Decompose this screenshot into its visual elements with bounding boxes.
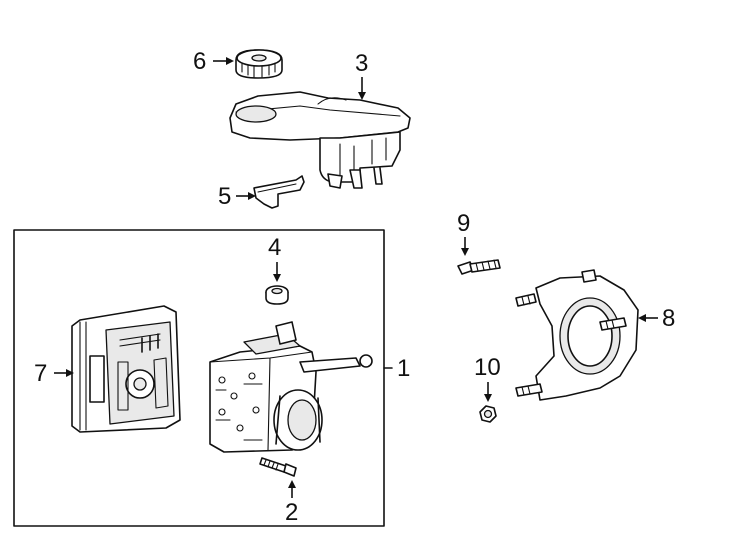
bolt-9 <box>457 259 501 275</box>
bolt-2 <box>259 457 297 477</box>
control-module <box>71 305 181 433</box>
callout-8: 8 <box>662 305 675 332</box>
callout-9-arrow <box>461 237 469 256</box>
callout-4: 4 <box>268 234 281 261</box>
callout-9: 9 <box>457 210 470 237</box>
callout-2: 2 <box>285 499 298 526</box>
callout-2-arrow <box>288 480 296 498</box>
callout-3-arrow <box>358 77 366 100</box>
assembly-frame <box>13 229 385 527</box>
callout-6-arrow <box>213 57 234 65</box>
brake-fluid-reservoir <box>229 91 411 189</box>
callout-3: 3 <box>355 50 368 77</box>
grommet <box>265 285 289 305</box>
callout-10-arrow <box>484 382 492 402</box>
callout-5: 5 <box>218 183 231 210</box>
callout-4-arrow <box>273 262 281 282</box>
abs-modulator <box>209 321 373 453</box>
callout-1: 1 <box>397 355 410 382</box>
callout-5-arrow <box>236 192 256 200</box>
reservoir-clip <box>253 175 305 209</box>
callout-8-arrow <box>638 314 658 322</box>
nut <box>479 405 497 423</box>
reservoir-cap <box>235 49 283 79</box>
callout-10: 10 <box>474 354 501 381</box>
mounting-bracket <box>515 269 639 401</box>
callout-7-arrow <box>54 369 74 377</box>
callout-7: 7 <box>34 360 47 387</box>
callout-6: 6 <box>193 48 206 75</box>
